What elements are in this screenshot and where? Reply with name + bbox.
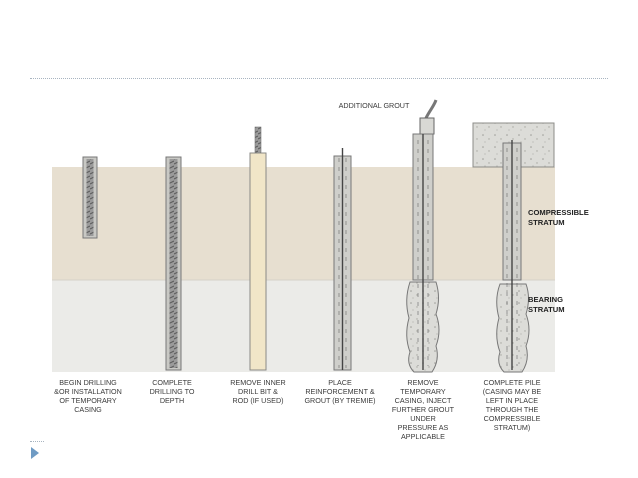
svg-text:DRILL BIT &: DRILL BIT & [238,387,278,396]
svg-text:DEPTH: DEPTH [160,396,184,405]
top-divider [30,78,608,79]
svg-text:CASING: CASING [74,405,102,414]
svg-text:COMPRESSIBLE: COMPRESSIBLE [484,414,541,423]
caption-step-5: REMOVE TEMPORARY CASING, INJECT FURTHER … [392,378,455,441]
svg-text:PLACE: PLACE [328,378,352,387]
caption-step-4: PLACE REINFORCEMENT & GROUT (BY TREMIE) [304,378,375,405]
svg-text:THROUGH THE: THROUGH THE [486,405,539,414]
caption-step-6: COMPLETE PILE (CASING MAY BE LEFT IN PLA… [483,378,542,432]
bearing-stratum-label-1: BEARING [528,295,563,304]
svg-text:CASING, INJECT: CASING, INJECT [395,396,452,405]
svg-text:&OR INSTALLATION: &OR INSTALLATION [54,387,122,396]
svg-text:PRESSURE AS: PRESSURE AS [398,423,449,432]
svg-text:UNDER: UNDER [410,414,436,423]
compressible-stratum-label-2: STRATUM [528,218,565,227]
bullet-arrow-icon [31,447,39,459]
svg-text:(CASING MAY BE: (CASING MAY BE [483,387,542,396]
compressible-stratum [52,167,555,280]
svg-text:BEGIN DRILLING: BEGIN DRILLING [59,378,117,387]
svg-text:ROD (IF USED): ROD (IF USED) [232,396,283,405]
bearing-stratum [52,280,555,372]
pile-step-4 [333,148,352,371]
svg-text:COMPLETE: COMPLETE [152,378,192,387]
svg-text:OF TEMPORARY: OF TEMPORARY [59,396,116,405]
bottom-divider [30,441,44,442]
pile-step-6 [472,122,555,373]
bearing-stratum-label-2: STRATUM [528,305,565,314]
svg-text:FURTHER GROUT: FURTHER GROUT [392,405,455,414]
svg-text:DRILLING TO: DRILLING TO [150,387,195,396]
pile-step-1 [82,156,98,239]
svg-text:TEMPORARY: TEMPORARY [400,387,446,396]
svg-text:REMOVE INNER: REMOVE INNER [230,378,286,387]
svg-text:LEFT IN PLACE: LEFT IN PLACE [486,396,538,405]
pile-step-5 [406,99,440,373]
svg-text:GROUT (BY TREMIE): GROUT (BY TREMIE) [304,396,375,405]
svg-text:REINFORCEMENT &: REINFORCEMENT & [305,387,375,396]
svg-text:REMOVE: REMOVE [407,378,438,387]
svg-text:COMPLETE PILE: COMPLETE PILE [483,378,540,387]
pile-step-3 [249,126,267,371]
svg-text:STRATUM): STRATUM) [494,423,531,432]
additional-grout-label: ADDITIONAL GROUT [339,101,410,110]
caption-step-3: REMOVE INNER DRILL BIT & ROD (IF USED) [230,378,286,405]
svg-text:APPLICABLE: APPLICABLE [401,432,445,441]
pile-step-2 [165,156,182,371]
caption-step-1: BEGIN DRILLING &OR INSTALLATION OF TEMPO… [54,378,122,414]
compressible-stratum-label-1: COMPRESSIBLE [528,208,589,217]
caption-step-2: COMPLETE DRILLING TO DEPTH [150,378,195,405]
